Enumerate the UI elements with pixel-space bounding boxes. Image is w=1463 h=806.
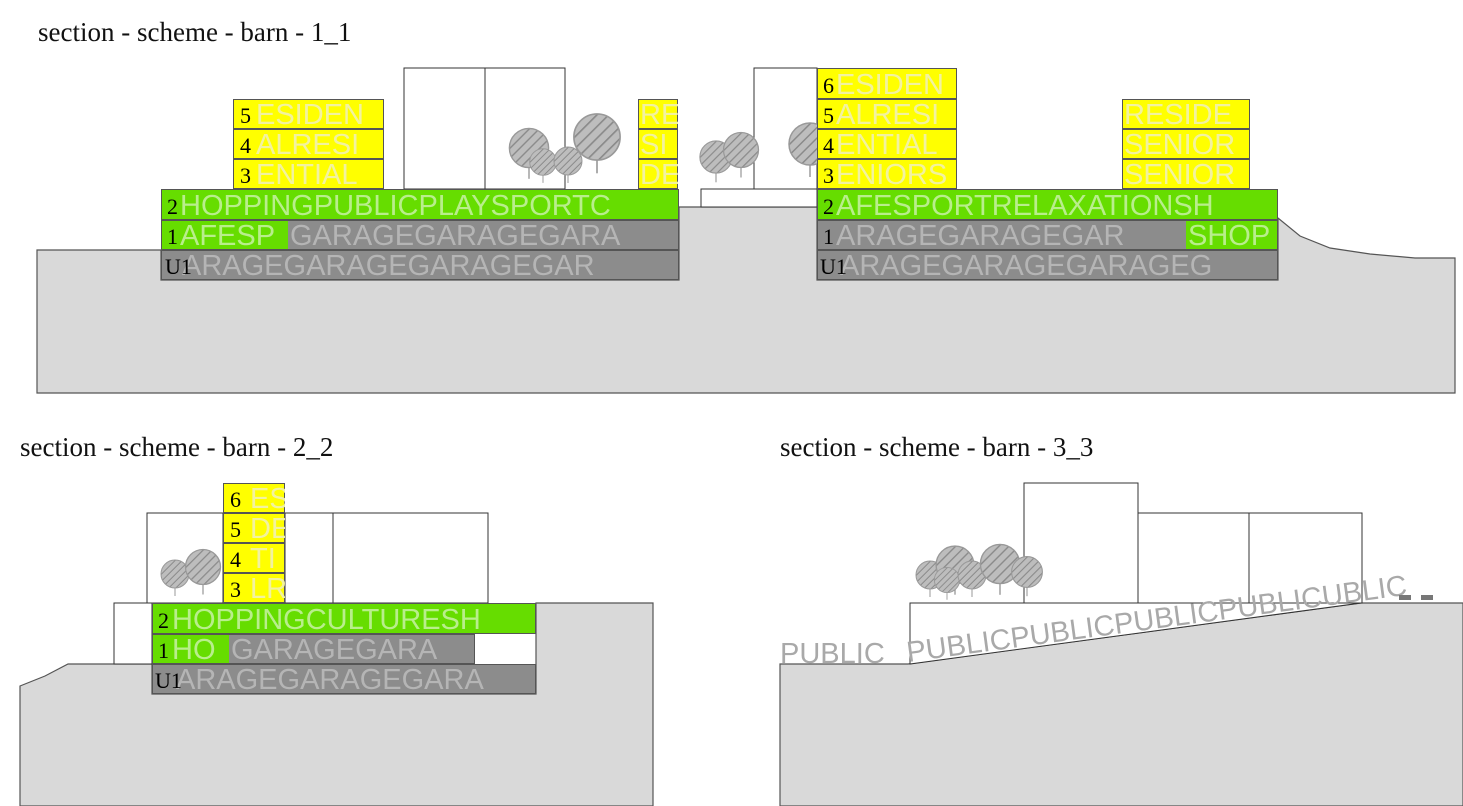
section-title-3-3: section - scheme - barn - 3_3 — [780, 432, 1093, 462]
svg-text:ENIORS: ENIORS — [836, 159, 947, 191]
floor-number: 2 — [167, 194, 178, 219]
svg-text:HOPPINGCULTURESH: HOPPINGCULTURESH — [172, 604, 481, 636]
svg-text:RESIDE: RESIDE — [1124, 99, 1232, 131]
floor-number: 5 — [230, 517, 241, 542]
svg-text:SENIOR: SENIOR — [1124, 159, 1235, 191]
section-1-1: ESIDEN 5 ALRESI 4 ENTIAL 3 RE SI DE HOPP… — [36, 67, 1456, 394]
public-label-flat: PUBLIC — [780, 638, 885, 670]
svg-text:SHOP: SHOP — [1188, 220, 1270, 252]
floor-number: 2 — [823, 194, 834, 219]
floor-number: 1 — [167, 224, 178, 249]
building-outline — [113, 602, 153, 665]
svg-text:ARAGEGARAGEGARA: ARAGEGARAGEGARA — [176, 664, 484, 696]
building-outline — [1023, 482, 1139, 604]
floor-number: 5 — [823, 103, 834, 128]
svg-text:DE: DE — [640, 159, 680, 191]
svg-text:HOPPINGPUBLICPLAYSPORTC: HOPPINGPUBLICPLAYSPORTC — [180, 190, 611, 222]
tree-icon — [722, 131, 760, 179]
building-outline — [700, 188, 818, 208]
building-outline — [1248, 512, 1363, 604]
s1-right-senior-block: RESIDE SENIOR SENIOR — [1122, 99, 1250, 191]
bench-icon — [1399, 595, 1433, 600]
s1-right-floor-1: ARAGEGARAGEGAR SHOP 1 — [817, 220, 1278, 252]
ground-section-3-3 — [779, 602, 1463, 806]
svg-text:ARAGEGARAGEGARAGEG: ARAGEGARAGEGARAGEG — [840, 250, 1212, 282]
building-outline — [332, 512, 489, 604]
svg-text:LR: LR — [250, 573, 287, 605]
s1-left-floor-5: ESIDEN 5 — [233, 99, 384, 131]
s1-right-floor-6: ESIDEN 6 — [817, 68, 957, 101]
floor-number: 1 — [823, 224, 834, 249]
svg-text:ENTIAL: ENTIAL — [836, 129, 938, 161]
s2-floor-2: HOPPINGCULTURESH 2 — [152, 603, 536, 636]
section-title-2-2: section - scheme - barn - 2_2 — [20, 432, 333, 462]
floor-number: 5 — [240, 103, 251, 128]
svg-text:ALRESI: ALRESI — [256, 129, 359, 161]
svg-text:SENIOR: SENIOR — [1124, 129, 1235, 161]
s1-left-floor-3: ENTIAL 3 — [233, 159, 384, 191]
svg-text:TI: TI — [250, 543, 276, 575]
floor-number: 6 — [823, 73, 834, 98]
floor-number: 2 — [158, 608, 169, 633]
svg-text:DE: DE — [250, 513, 290, 545]
s1-right-floor-3: ENIORS 3 — [817, 159, 957, 191]
building-outline — [403, 67, 486, 190]
s1-right-floor-5: ALRESI 5 — [817, 99, 957, 131]
floor-number: 6 — [230, 487, 241, 512]
s2-floor-1: HO GARAGEGARA 1 — [152, 634, 475, 666]
floor-number: 4 — [240, 133, 251, 158]
svg-text:ALRESI: ALRESI — [836, 99, 939, 131]
s1-left-column: RE SI DE — [638, 99, 680, 191]
floor-number: 3 — [823, 163, 834, 188]
svg-text:ARAGEGARAGEGARAGEGAR: ARAGEGARAGEGARAGEGAR — [182, 250, 595, 282]
svg-text:SI: SI — [640, 129, 667, 161]
floor-number: 4 — [230, 547, 241, 572]
svg-text:ESIDEN: ESIDEN — [256, 99, 364, 131]
building-outline — [1137, 512, 1250, 604]
s1-left-floor-4: ALRESI 4 — [233, 129, 384, 161]
svg-text:GARAGEGARA: GARAGEGARA — [231, 634, 438, 666]
floor-number: 4 — [823, 133, 834, 158]
section-3-3: PUBLIC PUBLICPUBLICPUBLICPUBLICUBLIC — [779, 482, 1463, 806]
section-title-1-1: section - scheme - barn - 1_1 — [38, 17, 351, 47]
s1-right-floor-4: ENTIAL 4 — [817, 129, 957, 161]
svg-text:ESIDEN: ESIDEN — [836, 69, 944, 101]
svg-text:GARAGEGARAGEGARA: GARAGEGARAGEGARA — [290, 220, 621, 252]
s1-left-floor-u1: ARAGEGARAGEGARAGEGAR U1 — [161, 250, 679, 282]
svg-text:ARAGEGARAGEGAR: ARAGEGARAGEGAR — [836, 220, 1124, 252]
floor-number: U1 — [820, 254, 847, 279]
s1-right-floor-2: AFESPORTRELAXATIONSH 2 — [817, 189, 1278, 222]
floor-number: 3 — [230, 577, 241, 602]
s1-right-floor-u1: ARAGEGARAGEGARAGEG U1 — [817, 250, 1278, 282]
s1-left-floor-1: AFESP GARAGEGARAGEGARA 1 — [161, 220, 679, 252]
tree-icon — [933, 566, 961, 601]
svg-text:HO: HO — [172, 634, 216, 666]
section-2-2: ES DE TI LR 6 5 4 3 HOPPINGCULTURESH 2 H… — [19, 483, 654, 806]
svg-text:ES: ES — [250, 483, 289, 515]
building-outline — [909, 602, 1362, 665]
building-outline — [284, 512, 334, 604]
floor-number: U1 — [165, 254, 192, 279]
svg-text:AFESP: AFESP — [180, 220, 275, 252]
s1-left-floor-2: HOPPINGPUBLICPLAYSPORTC 2 — [161, 189, 679, 222]
s2-tower: ES DE TI LR 6 5 4 3 — [223, 483, 290, 605]
svg-text:AFESPORTRELAXATIONSH: AFESPORTRELAXATIONSH — [836, 190, 1214, 222]
floor-number: 3 — [240, 163, 251, 188]
svg-text:ENTIAL: ENTIAL — [256, 159, 358, 191]
s2-floor-u1: ARAGEGARAGEGARA U1 — [152, 664, 536, 696]
floor-number: 1 — [158, 638, 169, 663]
floor-number: U1 — [155, 668, 182, 693]
svg-text:RE: RE — [640, 99, 680, 131]
